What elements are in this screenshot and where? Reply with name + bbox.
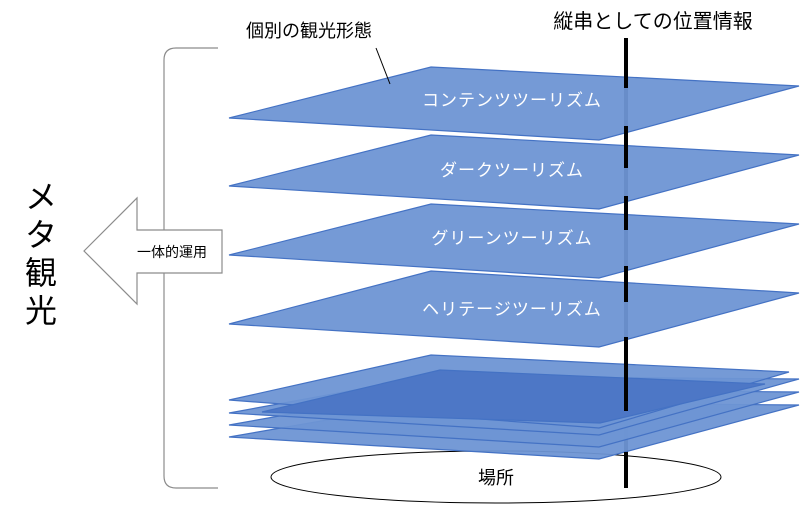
meta-tourism-char: 光 [25, 292, 57, 330]
left-arrow [83, 196, 223, 306]
layer-green-label: グリーンツーリズム [431, 229, 592, 249]
place-label: 場所 [478, 468, 514, 489]
callout-label: 個別の観光形態 [246, 21, 372, 42]
layer-dark-plane [228, 134, 800, 210]
callout-leader-line [375, 47, 391, 85]
layer-green-plane [228, 203, 800, 279]
meta-tourism-char: メ [25, 178, 57, 216]
axis-label: 縦串としての位置情報 [553, 9, 752, 33]
meta-tourism-char: タ [25, 216, 57, 254]
unlabeled-layer-inner [261, 369, 766, 424]
meta-tourism-char: 観 [25, 254, 57, 292]
arrow-label: 一体的運用 [137, 245, 207, 261]
layer-heritage-plane [228, 270, 800, 348]
layer-heritage: ヘリテージツーリズム [228, 270, 800, 348]
meta-tourism-label: メ タ 観 光 [25, 178, 57, 330]
unlabeled-layer-stack [228, 354, 800, 460]
layer-contents-plane [228, 66, 800, 141]
layer-dark-label: ダークツーリズム [440, 161, 584, 181]
layer-contents-label: コンテンツツーリズム [422, 91, 602, 111]
layer-green: グリーンツーリズム [228, 203, 800, 279]
layer-dark: ダークツーリズム [228, 134, 800, 210]
layer-heritage-label: ヘリテージツーリズム [422, 300, 602, 320]
layer-contents: コンテンツツーリズム [228, 66, 800, 141]
